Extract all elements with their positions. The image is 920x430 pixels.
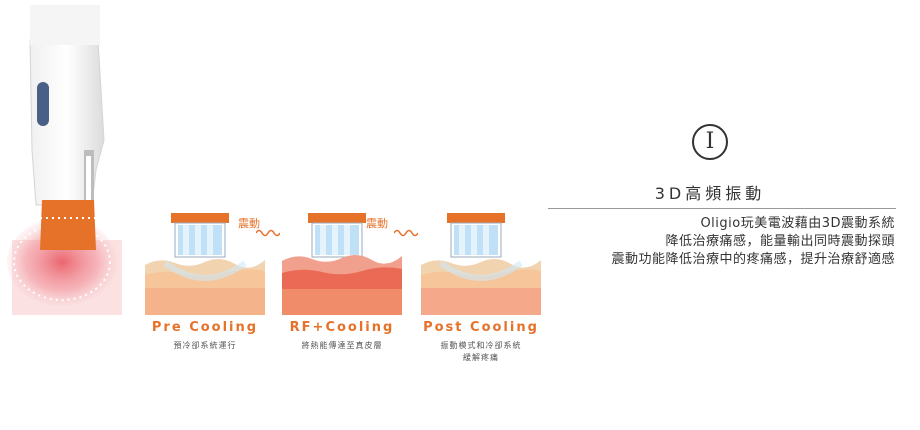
skin-layer-icon — [282, 254, 402, 315]
section-title: 3D高頻振動 — [654, 184, 766, 203]
cooling-probe-icon — [171, 213, 229, 258]
stage-description-line2: 緩解疼痛 — [463, 353, 499, 362]
skin-layer-icon — [145, 258, 265, 315]
stage-pre-cooling — [145, 213, 265, 315]
numeral-text: Ⅰ — [705, 129, 715, 154]
cooling-probe-icon — [447, 213, 505, 258]
skin-layer-icon — [421, 258, 541, 315]
rf-handpiece-illustration — [7, 5, 122, 315]
stage-title: Post Cooling — [423, 320, 539, 335]
cooling-probe-icon — [308, 213, 366, 258]
vibration-label: 震動 — [238, 217, 260, 230]
description-line-1: Oligio玩美電波藉由3D震動系統 — [700, 216, 895, 231]
stage-title: RF+Cooling — [289, 320, 395, 335]
stage-description: 預冷卻系統運行 — [173, 341, 237, 350]
stage-post-cooling — [421, 213, 541, 315]
description-line-3: 震動功能降低治療中的疼痛感，提升治療舒適感 — [611, 252, 895, 267]
vibration-label: 震動 — [366, 217, 388, 230]
stage-description: 將熱能傳達至真皮層 — [301, 341, 383, 350]
vibration-wave-icon — [394, 229, 418, 237]
roman-numeral-one-icon: Ⅰ — [692, 124, 728, 160]
stage-description: 振動模式和冷卻系統 — [440, 341, 522, 350]
stage-rf-cooling — [282, 213, 402, 315]
stage-title: Pre Cooling — [151, 320, 259, 335]
description-line-2: 降低治療痛感，能量輸出同時震動探頭 — [665, 234, 895, 249]
divider — [548, 208, 896, 209]
vibration-indicator-2: 震動 — [366, 212, 388, 231]
vibration-wave-icon — [256, 229, 280, 237]
vibration-indicator-1: 震動 — [238, 212, 260, 231]
